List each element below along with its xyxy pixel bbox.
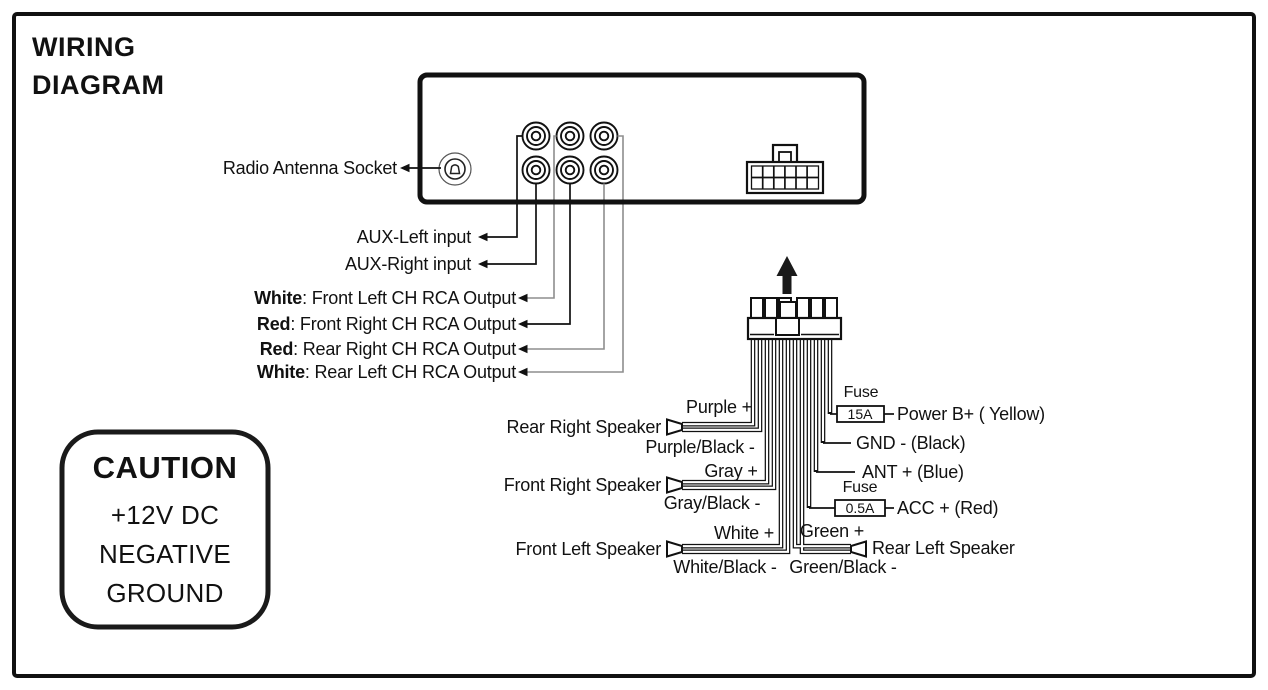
front-left-speaker-label: Front Left Speaker [515,539,662,559]
caution-box: CAUTION +12V DC NEGATIVE GROUND [62,432,268,627]
front-left-rca-color: White [254,288,303,308]
front-right-rca-arrowhead [518,319,528,329]
rear-right-rca-output-label: Red: Rear Right CH RCA Output [260,340,516,358]
caution-title: CAUTION [92,450,238,485]
rear-right-rca-line [525,183,605,350]
rear-right-speaker-label: Rear Right Speaker [506,417,662,437]
front-left-speaker-icon [666,540,683,558]
aux-right-input-label: AUX-Right input [344,254,471,274]
rear-left-rca-line [525,135,624,373]
rear-right-rca-color: Red [259,339,294,359]
speaker-symbols [666,418,867,558]
front-right-rca-text: : Front Right CH RCA Output [290,314,516,334]
front-right-speaker-icon [666,476,683,494]
purple-pos-wire-label: Purple + [686,397,752,417]
rear-left-speaker-label: Rear Left Speaker [872,538,1015,558]
gray-neg-wire-label: Gray/Black - [663,493,761,513]
rear-right-speaker-icon [666,418,683,436]
front-right-rca-line [525,183,571,325]
rear-right-rca-arrowhead [518,344,528,354]
fuse-rating-15a: 15A [847,406,873,422]
radio-connector-socket [745,143,825,195]
aux-left-line [485,135,523,238]
radio-unit-border [417,72,867,205]
aux-left-arrowhead [478,232,488,242]
fuse-label-15a: Fuse [843,384,879,401]
page-border [12,12,1256,678]
page-title-line2: DIAGRAM [32,70,165,100]
white-pos-wire-label: White + [713,523,775,543]
rca-jacks [521,121,619,185]
harness-connector-key-tab [779,301,797,320]
page-title: WIRING DIAGRAM [32,28,165,104]
white-neg-wire-label: White/Black - [673,557,777,577]
front-left-rca-line [525,135,557,299]
caution-line-ground: GROUND [106,578,224,608]
gnd-label: GND - (Black) [856,433,966,453]
antenna-socket-icon [438,152,472,186]
rear-left-rca-color: White [256,362,305,382]
leader-arrowheads [400,163,528,377]
harness-connector [746,297,843,341]
acc-label: ACC + (Red) [897,498,999,518]
caution-line-voltage: +12V DC [110,500,220,530]
front-right-rca-color: Red [256,314,291,334]
front-left-rca-arrowhead [518,293,528,303]
rear-right-rca-text: : Rear Right CH RCA Output [293,339,516,359]
plug-direction-up-arrow-icon [776,256,798,294]
ant-label: ANT + (Blue) [862,462,964,482]
fuse-box-15a [836,405,885,423]
rca-jack [589,155,619,185]
power-b-plus-label: Power B+ ( Yellow) [897,404,1045,424]
aux-left-input-label: AUX-Left input [356,227,471,247]
gray-pos-wire-label: Gray + [704,461,758,481]
rear-left-rca-text: : Rear Left CH RCA Output [304,362,516,382]
antenna-arrowhead [400,163,410,173]
rear-left-rca-arrowhead [518,367,528,377]
front-right-speaker-label: Front Right Speaker [503,475,661,495]
rear-left-rca-output-label: White: Rear Left CH RCA Output [257,363,516,381]
rca-leader-lines [407,135,624,373]
front-left-rca-text: : Front Left CH RCA Output [302,288,516,308]
power-wire-tails [809,413,894,509]
rear-left-speaker-icon [850,540,867,558]
caution-box-border [59,429,271,630]
harness-connector-latch [775,317,800,336]
aux-right-line [485,183,537,265]
caution-line-negative: NEGATIVE [99,539,231,569]
harness-wires [682,339,894,555]
fuse-label-0-5a: Fuse [842,479,878,496]
front-left-rca-output-label: White: Front Left CH RCA Output [254,289,516,307]
fuse-rating-0-5a: 0.5A [845,500,875,516]
green-neg-wire-label: Green/Black - [789,557,897,577]
green-pos-wire-label: Green + [799,521,865,541]
radio-antenna-socket-label: Radio Antenna Socket [222,158,397,178]
aux-right-arrowhead [478,259,488,269]
page-title-line1: WIRING [32,32,136,62]
purple-neg-wire-label: Purple/Black - [645,437,755,457]
front-right-rca-output-label: Red: Front Right CH RCA Output [257,315,516,333]
fuse-box-0-5a [834,499,886,517]
